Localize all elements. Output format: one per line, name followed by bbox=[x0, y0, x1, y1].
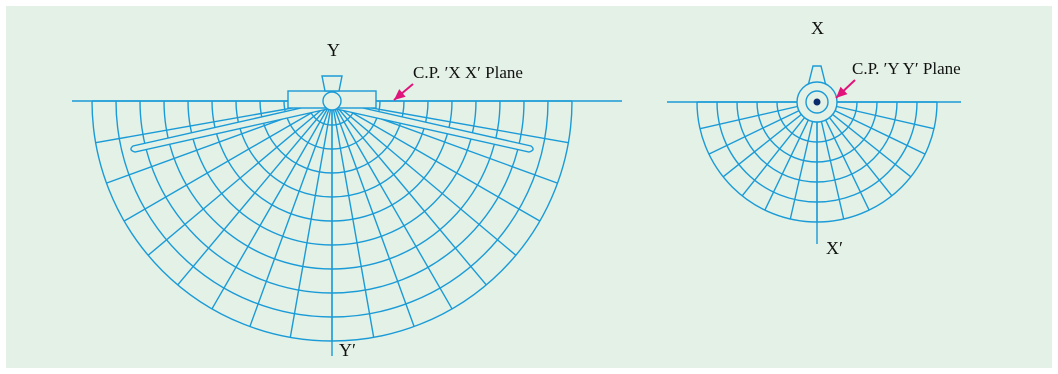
left-callout-label: C.P. ′X X′ Plane bbox=[413, 63, 523, 82]
right-top-axis-label: X bbox=[811, 18, 824, 38]
left-ray bbox=[249, 100, 333, 327]
right-polar-grid bbox=[667, 101, 961, 244]
lamp-bulb bbox=[322, 91, 342, 111]
left-reflector-wing bbox=[130, 100, 333, 153]
luminaire-side-view-icon bbox=[130, 75, 534, 153]
left-callout-arrow-head bbox=[394, 89, 406, 100]
left-ray bbox=[331, 100, 375, 338]
left-top-axis-label: Y bbox=[327, 40, 340, 60]
left-ray bbox=[331, 100, 541, 222]
left-bottom-axis-label: Y′ bbox=[339, 340, 356, 360]
right-bottom-axis-label: X′ bbox=[826, 238, 843, 258]
right-callout-arrow bbox=[835, 79, 856, 99]
lamp-cap bbox=[321, 75, 343, 92]
right-reflector-wing bbox=[331, 100, 534, 153]
left-ray bbox=[331, 100, 487, 286]
left-ray bbox=[123, 100, 333, 222]
left-ray bbox=[289, 100, 333, 338]
left-ray bbox=[177, 100, 333, 286]
left-ray bbox=[331, 100, 453, 310]
left-ray bbox=[211, 100, 333, 310]
left-ray bbox=[147, 100, 333, 256]
right-callout-arrow-head bbox=[836, 86, 848, 98]
luminaire-end-view-icon bbox=[796, 65, 838, 123]
left-callout-arrow bbox=[393, 83, 414, 101]
right-callout-label: C.P. ′Y Y′ Plane bbox=[852, 59, 961, 78]
lamp-filament bbox=[813, 98, 821, 106]
left-polar-grid bbox=[72, 100, 622, 356]
diagram-panel bbox=[6, 6, 1052, 368]
left-ray bbox=[331, 100, 415, 327]
left-ray bbox=[331, 100, 517, 256]
